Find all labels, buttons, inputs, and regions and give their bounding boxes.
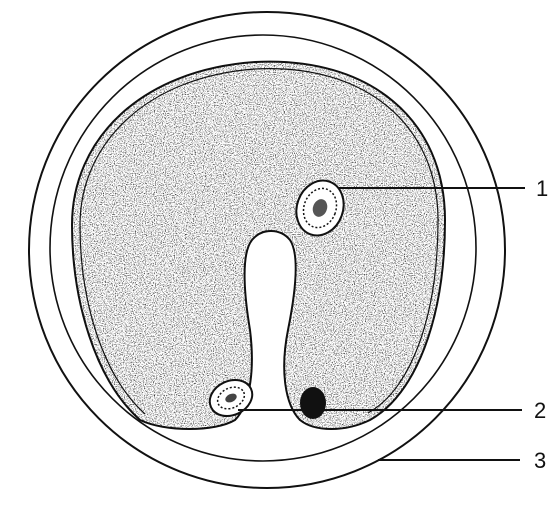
dark-body-lower-right: [300, 387, 326, 419]
label-2: 2: [534, 398, 546, 423]
label-1: 1: [536, 176, 548, 201]
label-3: 3: [534, 448, 546, 473]
cell-body: [60, 50, 460, 440]
